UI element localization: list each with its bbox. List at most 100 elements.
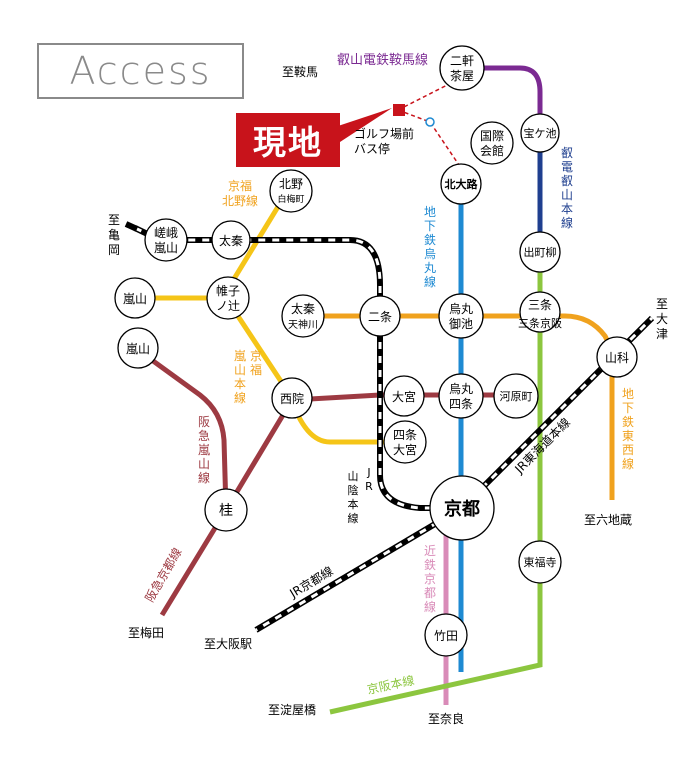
label-katsura: 桂 (219, 503, 233, 519)
label-katabiranotsuji-2: ノ辻 (216, 299, 240, 313)
station-nijo (359, 295, 401, 337)
label-randen-arashiyama-2: 福 (250, 362, 262, 377)
station-shijo-omiya (383, 420, 427, 464)
label-kitaoji: 北大路 (445, 177, 479, 191)
access-title: Access (69, 49, 212, 93)
label-hankyu-arashiyama-1: 急 (198, 428, 210, 443)
label-kawaramachi: 河原町 (500, 390, 533, 403)
label-sagaarashiyama-2: 嵐山 (154, 241, 178, 255)
label-hankyu-arashiyama-3: 山 (198, 457, 210, 471)
label-karasuma-0: 地 (424, 205, 436, 219)
label-jr-sanin-1: R (365, 480, 373, 493)
station-tofukuji (518, 540, 562, 584)
label-kyoto: 京都 (444, 498, 480, 520)
label-tozai-2: 鉄 (622, 414, 634, 429)
label-jr-sanin-2: 山 (348, 470, 359, 483)
label-kintetsu-4: 線 (424, 599, 436, 614)
tozai-line (300, 313, 615, 500)
dest-otsu-0: 至 (656, 297, 668, 311)
label-randen-kitano-1: 京福 (228, 178, 252, 193)
label-karasuma-oike-2: 御池 (449, 316, 473, 331)
label-hankyu-kyoto: 阪急京都線 (142, 545, 185, 604)
dest-umeda: 至梅田 (128, 625, 164, 640)
label-takaragaike: 宝ケ池 (524, 126, 557, 140)
label-kintetsu-3: 都 (424, 586, 436, 600)
station-katabiranotsuji (206, 276, 250, 320)
dest-yodoyabashi: 至淀屋橋 (268, 703, 316, 717)
label-randen-arashiyama: 嵐山 (123, 292, 147, 306)
label-eizan-main-0: 叡 (561, 145, 573, 160)
label-tozai-3: 東 (622, 429, 634, 443)
label-eizan-main-1: 電 (561, 160, 573, 174)
station-omiya (383, 375, 425, 417)
station-kitano (269, 169, 313, 213)
label-tozai-5: 線 (622, 456, 634, 471)
label-demachiyanagi: 出町柳 (524, 245, 557, 259)
station-nikenchaya (439, 45, 485, 91)
dest-nara: 至奈良 (428, 711, 464, 726)
station-kitaoji (440, 163, 482, 205)
dest-osaka: 至大阪駅 (204, 637, 252, 651)
station-katsura (204, 488, 248, 532)
label-uzumasa-tenjingawa-1: 太秦 (291, 301, 315, 316)
hankyu-arashiyama-line (136, 347, 229, 511)
jr-kyoto-line (255, 506, 463, 632)
dest-kameoka-2: 岡 (108, 243, 120, 257)
station-uzumasa-tenjingawa (281, 294, 325, 338)
label-nikenchaya-1: 二軒 (450, 54, 474, 68)
station-takaragaike (520, 113, 560, 153)
label-takeda: 竹田 (434, 629, 458, 643)
label-tozai-0: 地 (622, 387, 634, 401)
label-kokusai-2: 会館 (480, 143, 504, 158)
label-eizan-kurama: 叡山電鉄鞍馬線 (337, 52, 428, 68)
label-eizan-main-3: 山 (561, 188, 573, 202)
label-nikenchaya-2: 茶屋 (450, 68, 474, 83)
label-nijo: 二条 (368, 310, 392, 324)
label-sanjo-keihan: 三条京阪 (518, 316, 562, 330)
label-hankyu-arashiyama-4: 線 (198, 470, 210, 485)
site-label: 現地 (236, 113, 340, 167)
label-karasuma-3: 烏 (424, 247, 436, 261)
label-tozai-1: 下 (622, 401, 634, 415)
eizan-kurama-line (462, 65, 543, 130)
label-randen-arashiyama-0: 嵐 (234, 349, 246, 363)
jr-tokaido-line (460, 316, 654, 510)
label-yamashina: 山科 (605, 351, 629, 365)
label-randen-kitano-2: 北野線 (222, 193, 258, 208)
access-title-box: Access (37, 43, 244, 99)
label-karasuma-4: 丸 (424, 261, 436, 275)
dest-kurama: 至鞍馬 (282, 64, 318, 79)
dest-kameoka-1: 亀 (108, 228, 120, 242)
label-kitano-1: 北野 (279, 177, 303, 191)
site-pointer (338, 108, 392, 142)
label-hankyu-arashiyama-0: 阪 (198, 415, 210, 429)
label-karasuma-1: 下 (424, 219, 436, 233)
label-eizan-main-4: 本 (561, 202, 573, 216)
label-katabiranotsuji-1: 帷子 (216, 283, 240, 298)
label-uzumasa-tenjingawa-2: 天神川 (288, 318, 318, 331)
dest-kameoka-0: 至 (108, 213, 120, 227)
station-sanjo (519, 291, 561, 333)
station-randen-arashiyama (114, 277, 156, 319)
bus-stop-label-2: バス停 (354, 141, 390, 156)
label-eizan-main-2: 叡 (561, 173, 573, 188)
station-kawaramachi (493, 373, 539, 419)
label-kintetsu-1: 鉄 (424, 557, 436, 572)
dest-otsu-2: 津 (656, 327, 668, 341)
label-kintetsu-2: 京 (424, 572, 436, 586)
label-eizan-main-5: 線 (561, 215, 573, 230)
label-karasuma-shijo-2: 四条 (449, 397, 473, 411)
label-karasuma-shijo-1: 烏丸 (449, 382, 473, 396)
label-jr-sanin-4: 本 (348, 497, 359, 511)
jr-sanin-line (134, 226, 462, 510)
keihan-line (329, 250, 543, 715)
station-kyoto (429, 475, 495, 541)
label-tozai-4: 西 (622, 443, 634, 457)
bus-stop-icon (425, 117, 435, 127)
label-randen-arashiyama-5: 線 (234, 390, 246, 405)
dest-otsu-1: 大 (656, 312, 668, 326)
label-jr-sanin-5: 線 (348, 511, 359, 525)
station-kokusai (470, 121, 514, 165)
station-uzumasa (211, 220, 251, 260)
